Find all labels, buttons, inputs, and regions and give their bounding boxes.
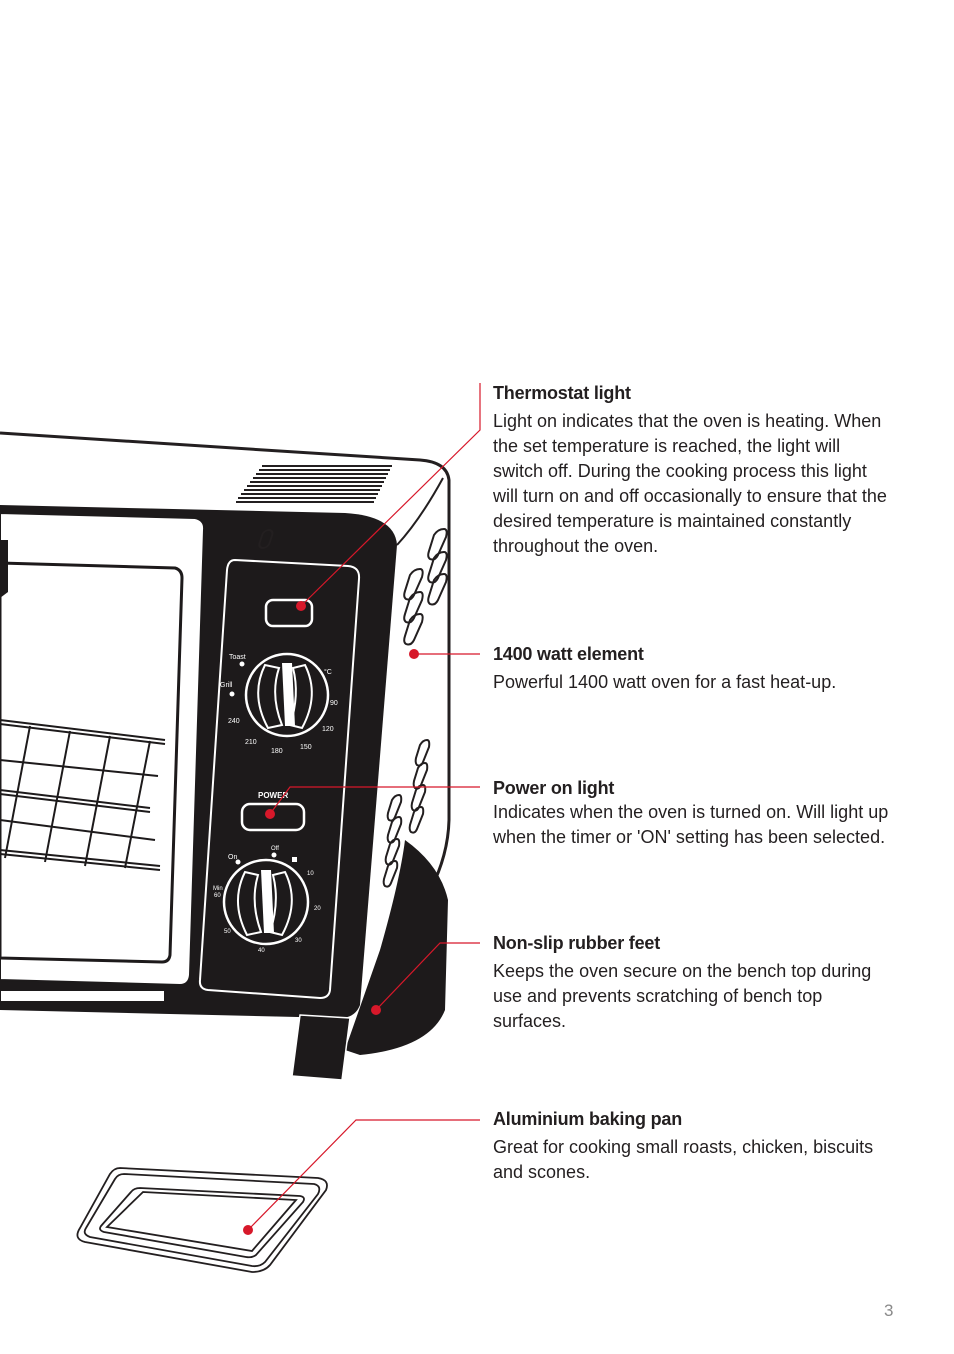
callout-dots xyxy=(243,601,419,1235)
temp-mark-120: 120 xyxy=(322,726,334,733)
rear-foot xyxy=(345,840,448,1055)
callout-dot-pan xyxy=(243,1225,253,1235)
feature-text: Light on indicates that the oven is heat… xyxy=(493,411,887,556)
feature-baking-pan: Aluminium baking pan Great for cooking s… xyxy=(493,1108,893,1185)
temp-mark-90: 90 xyxy=(330,700,338,707)
feature-rubber-feet: Non-slip rubber feet Keeps the oven secu… xyxy=(493,932,893,1034)
wire-rack xyxy=(0,719,166,871)
temp-mark-180: 180 xyxy=(271,748,283,755)
page-number: 3 xyxy=(884,1301,894,1320)
temp-mark-240: 240 xyxy=(228,718,240,725)
timer-mark-60: 60 xyxy=(214,893,221,899)
celsius-label: °C xyxy=(324,668,332,676)
callout-dot-feet xyxy=(371,1005,381,1015)
timer-mark-50: 50 xyxy=(224,929,231,935)
power-label: POWER xyxy=(258,791,288,800)
feature-thermostat-light: Thermostat light Light on indicates that… xyxy=(493,382,893,559)
feature-text: Indicates when the oven is turned on. Wi… xyxy=(493,802,889,847)
feature-watt-element: 1400 watt element Powerful 1400 watt ove… xyxy=(493,643,893,695)
timer-mark-40: 40 xyxy=(258,948,265,954)
toast-label: Toast xyxy=(229,654,246,661)
temp-mark-150: 150 xyxy=(300,744,312,751)
feature-title: Power on light xyxy=(493,778,615,798)
feature-title: Aluminium baking pan xyxy=(493,1109,683,1129)
baking-pan xyxy=(76,1167,328,1273)
callout-lines xyxy=(247,383,481,1231)
timer-mark-20: 20 xyxy=(314,906,321,912)
feature-title: 1400 watt element xyxy=(493,644,644,664)
feature-title: Non-slip rubber feet xyxy=(493,933,661,953)
feature-title: Thermostat light xyxy=(493,383,631,403)
timer-off-label: Off xyxy=(271,846,279,852)
feature-text: Powerful 1400 watt oven for a fast heat-… xyxy=(493,672,837,692)
timer-mark-30: 30 xyxy=(295,938,302,944)
front-foot xyxy=(291,1014,351,1081)
feature-text: Keeps the oven secure on the bench top d… xyxy=(493,961,872,1031)
timer-mark-10: 10 xyxy=(307,871,314,877)
side-vents-lower xyxy=(382,738,431,888)
top-vent xyxy=(236,465,392,503)
side-vents-upper xyxy=(403,527,448,646)
feature-power-on-light: Power on light Indicates when the oven i… xyxy=(493,777,893,850)
temperature-dial[interactable] xyxy=(229,652,330,738)
callout-dot-thermostat xyxy=(296,601,306,611)
timer-min-label: Min xyxy=(213,886,223,892)
callout-dot-element xyxy=(409,649,419,659)
timer-on-label: On xyxy=(228,854,237,861)
timer-dial[interactable] xyxy=(222,852,310,946)
temp-mark-210: 210 xyxy=(245,739,257,746)
callout-dot-power xyxy=(265,809,275,819)
grill-label: Grill xyxy=(220,682,233,689)
feature-text: Great for cooking small roasts, chicken,… xyxy=(493,1137,874,1182)
